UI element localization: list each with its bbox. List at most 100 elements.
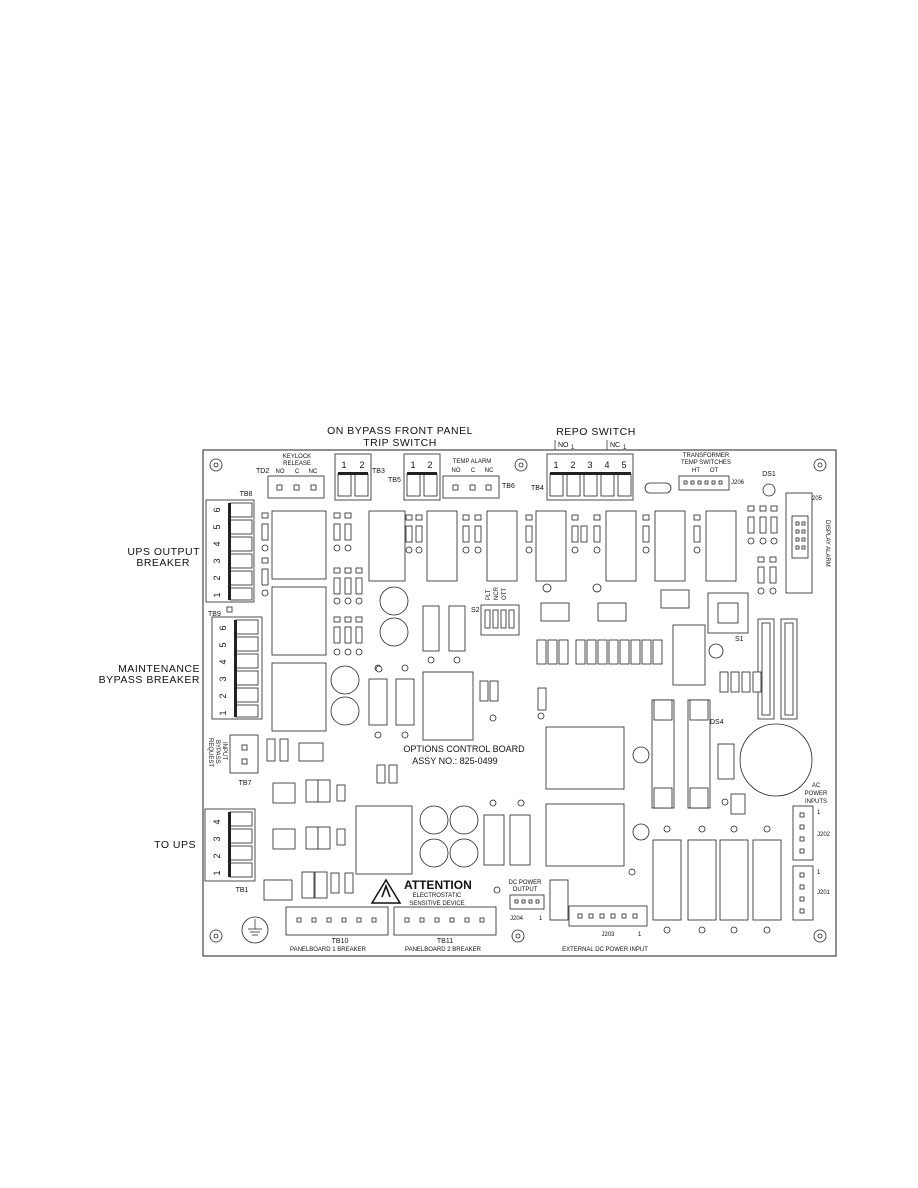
j206-label: J206 — [731, 480, 745, 486]
mounting-holes — [209, 458, 827, 943]
j203-description: EXTERNAL DC POWER INPUT — [562, 947, 648, 953]
tb8-num-3: 3 — [212, 558, 222, 563]
ds4-label: DS4 — [710, 719, 724, 726]
tb1-num-4: 4 — [212, 819, 222, 824]
temp-alarm-nc: NC — [485, 468, 494, 474]
tb6-connector — [442, 475, 500, 499]
tb4-num-5: 5 — [621, 460, 626, 470]
bottom-transformer — [355, 805, 413, 875]
sensitive-label: SENSITIVE DEVICE — [409, 901, 464, 907]
ac-label-2: POWER — [805, 791, 828, 797]
tb9-pin-marker — [226, 606, 233, 613]
tb1-label: TB1 — [236, 887, 249, 894]
tb6-label: TB6 — [502, 483, 515, 490]
bypass-trip-label-line2: TRIP SWITCH — [363, 437, 437, 449]
j205-label: J205 — [809, 496, 823, 502]
to-ups-label: TO UPS — [154, 839, 196, 851]
s2-opt-plt: PLT — [486, 589, 492, 600]
bottom-right-capacitors — [652, 793, 782, 934]
s2-opt-ncr: NCR — [494, 586, 500, 600]
tb7-label: TB7 — [239, 780, 252, 787]
j201-pin1: 1 — [817, 870, 821, 876]
j204-connector — [509, 894, 545, 910]
td2-connector — [267, 475, 325, 499]
repo-no1-sub: 1 — [571, 445, 575, 451]
heatsinks — [757, 618, 798, 720]
dc-component — [549, 879, 569, 921]
resistor-bank — [536, 639, 663, 665]
tb4-num-1: 1 — [553, 460, 558, 470]
tb7-connector — [229, 734, 259, 774]
tb1-num-3: 3 — [212, 836, 222, 841]
td2-label: TD2 — [256, 468, 269, 475]
j203-pin1: 1 — [638, 932, 642, 938]
tb8-num-1: 1 — [212, 592, 222, 597]
buzzer — [739, 723, 813, 797]
temp-alarm-label: TEMP ALARM — [453, 459, 492, 465]
tb11-description: PANELBOARD 2 BREAKER — [405, 947, 482, 953]
tb1-terminal — [204, 808, 256, 882]
tb3-terminal — [334, 453, 372, 501]
ac-label-1: AC — [812, 783, 821, 789]
keylock-nc: NC — [309, 469, 318, 475]
j203-connector — [568, 905, 648, 927]
keylock-no: NO — [276, 469, 285, 475]
tb4-num-2: 2 — [570, 460, 575, 470]
ac-label-3: INPUTS — [805, 799, 827, 805]
tb11-connector — [393, 906, 497, 936]
power-resistors — [368, 605, 466, 739]
repo-switch-label: REPO SWITCH — [556, 426, 636, 438]
tb11-label: TB11 — [437, 938, 453, 945]
j202-pin1: 1 — [817, 810, 821, 816]
s2-dip-switch — [480, 604, 520, 636]
s1-switch — [707, 592, 749, 634]
repo-no1-label: NO — [558, 442, 569, 449]
tb3-label: TB3 — [372, 468, 385, 475]
ups-output-label-2: BREAKER — [136, 557, 190, 569]
j202-connector — [792, 805, 814, 861]
tb9-num-5: 5 — [218, 642, 228, 647]
s2-label: S2 — [471, 607, 480, 614]
transformers-bottom — [545, 726, 650, 867]
temp-alarm-c: C — [471, 468, 476, 474]
assy-number: ASSY NO.: 825-0499 — [412, 756, 497, 766]
tb4-num-3: 3 — [587, 460, 592, 470]
maintenance-label-2: BYPASS BREAKER — [99, 674, 200, 686]
relays — [271, 510, 737, 732]
j201-connector — [792, 865, 814, 921]
bottom-left-components — [263, 680, 547, 901]
keylock-label-1: KEYLOCK — [283, 454, 311, 460]
ics-mid — [540, 583, 690, 622]
tb9-num-6: 6 — [218, 625, 228, 630]
j206-connector — [678, 475, 730, 491]
tb8-label: TB8 — [240, 491, 253, 498]
transformer-ot: OT — [710, 468, 719, 474]
request-label-3: INPUT — [221, 742, 227, 760]
s2-opt-ott: OTT — [502, 588, 508, 600]
dc-power-label-2: OUTPUT — [513, 887, 538, 893]
tb10-label: TB10 — [332, 938, 349, 945]
tb1-num-2: 2 — [212, 853, 222, 858]
tb8-num-4: 4 — [212, 541, 222, 546]
tb9-num-3: 3 — [218, 676, 228, 681]
electrostatic-label: ELECTROSTATIC — [413, 893, 462, 899]
j205-connector — [785, 492, 813, 594]
transformer-label-2: TEMP SWITCHES — [681, 460, 731, 466]
j203-label: J203 — [601, 932, 615, 938]
diodes-right — [719, 671, 762, 693]
j202-label: J202 — [817, 832, 831, 838]
maintenance-label-1: MAINTENANCE — [118, 663, 200, 675]
repo-bracket — [554, 440, 608, 450]
keylock-c: C — [295, 469, 300, 475]
tb4-num-4: 4 — [604, 460, 609, 470]
tb10-connector — [285, 906, 389, 936]
small-components — [261, 505, 778, 656]
tb4-label: TB4 — [531, 485, 544, 492]
tb8-num-6: 6 — [212, 507, 222, 512]
tb1-num-1: 1 — [212, 870, 222, 875]
tb9-num-2: 2 — [218, 693, 228, 698]
options-board-title: OPTIONS CONTROL BOARD — [403, 744, 525, 754]
tb8-num-2: 2 — [212, 575, 222, 580]
attention-label: ATTENTION — [404, 878, 472, 892]
tb5-label: TB5 — [388, 477, 401, 484]
